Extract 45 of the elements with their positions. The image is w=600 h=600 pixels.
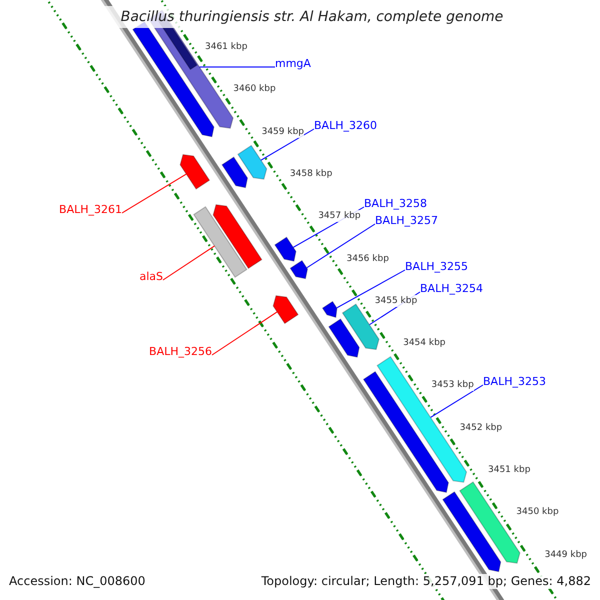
tick-label: 3449 kbp [544, 548, 587, 561]
gene-block [272, 295, 299, 324]
gene-label: BALH_3258 [364, 197, 427, 211]
gene-label: BALH_3257 [375, 214, 438, 228]
gene-block [322, 300, 338, 318]
gene-label: mmgA [275, 57, 311, 71]
tick-label: 3458 kbp [290, 168, 332, 180]
footer-text: Accession: NC_008600 [9, 574, 146, 589]
tick-label: 3450 kbp [516, 506, 559, 518]
gene-label: BALH_3255 [405, 260, 468, 274]
gene-block [328, 318, 360, 358]
gene-label: BALH_3254 [420, 282, 483, 296]
leader-line [162, 245, 216, 280]
leader-line [336, 270, 406, 308]
tick-label: 3455 kbp [374, 294, 418, 307]
tick-label: 3460 kbp [233, 83, 276, 96]
gene-label: alaS [139, 270, 163, 284]
tick-label: 3454 kbp [403, 337, 446, 350]
tick-label: 3453 kbp [431, 379, 474, 392]
leader-line [430, 384, 484, 418]
gene-label: BALH_3260 [314, 119, 377, 133]
gene-block [290, 260, 308, 280]
gene-label: BALH_3261 [59, 203, 122, 217]
tick-label: 3459 kbp [262, 126, 304, 138]
leader-line [199, 66, 276, 68]
tick-label: 3457 kbp [318, 210, 361, 222]
leader-line [306, 224, 376, 268]
gene-block [237, 144, 268, 180]
tick-label: 3452 kbp [460, 422, 502, 434]
gene-label: BALH_3253 [483, 375, 546, 389]
gene-block [221, 156, 248, 188]
tick-label: 3461 kbp [205, 41, 248, 53]
footer-text: Topology: circular; Length: 5,257,091 bp; Genes: 4,882 [261, 574, 591, 589]
leader-line [260, 128, 314, 161]
leader-line [122, 174, 187, 214]
gene-block [442, 491, 502, 572]
gene-bar [193, 206, 248, 278]
gene-block [180, 154, 210, 190]
tick-label: 3456 kbp [346, 252, 389, 264]
gene-block [342, 303, 380, 350]
gene-block [274, 236, 296, 262]
leader-line [212, 311, 278, 356]
tick-label: 3451 kbp [488, 464, 530, 476]
gene-label: BALH_3256 [149, 345, 212, 359]
gene-block [212, 204, 262, 270]
